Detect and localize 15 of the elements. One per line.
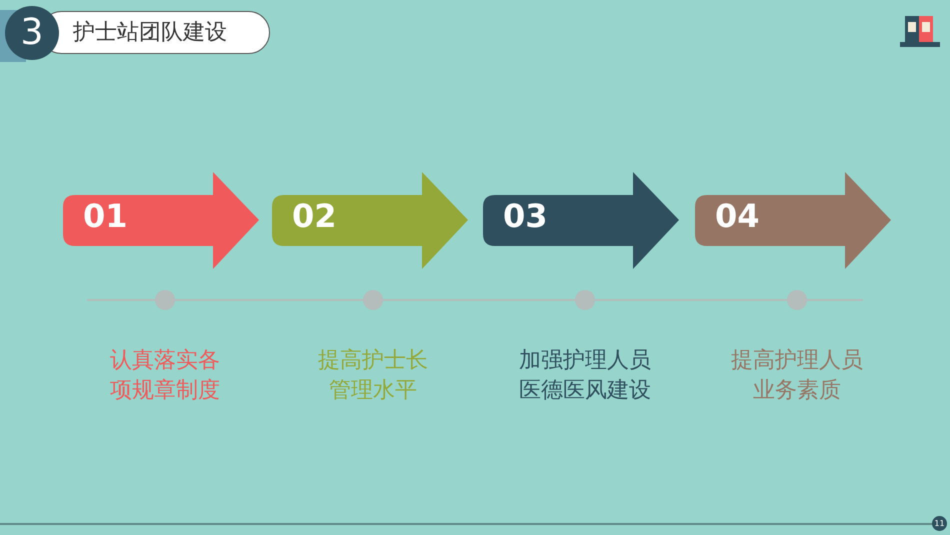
step-description: 提高护理人员业务素质 (730, 347, 864, 405)
arrow-shape (63, 172, 259, 269)
step-number: 03 (503, 200, 548, 232)
step-number: 02 (292, 200, 337, 232)
arrow-shape (483, 172, 679, 269)
arrow-shape (272, 172, 468, 269)
step-number: 01 (83, 200, 128, 232)
title: 护士站团队建设 (73, 19, 227, 47)
step-description: 加强护理人员医德医风建设 (518, 347, 652, 405)
step-description: 提高护士长管理水平 (317, 347, 429, 405)
arrow-shape (695, 172, 891, 269)
section-number: 3 (20, 15, 44, 51)
step-description: 认真落实各项规章制度 (109, 347, 221, 405)
step-number: 04 (715, 200, 760, 232)
page-number: 11 (932, 516, 947, 531)
